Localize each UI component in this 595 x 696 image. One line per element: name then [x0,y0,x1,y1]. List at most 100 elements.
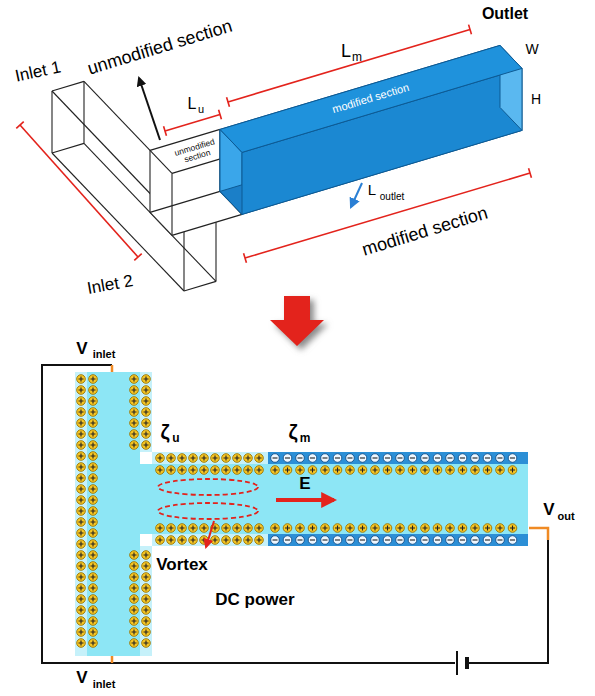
charge-circle [508,466,517,475]
charge-sign [385,468,390,473]
charge-sign [323,468,328,473]
power-label: DC power [215,591,294,610]
charge-symbol [130,617,139,626]
charge-symbol [255,524,264,533]
battery-plate [465,657,469,669]
channel-edge [150,191,220,212]
charge-circle [189,524,198,533]
charge-circle [408,466,417,475]
charge-sign [460,526,465,531]
charge-symbol [142,595,151,604]
vortex-loop [158,503,258,519]
charge-circle [396,536,405,545]
charge-symbol [458,524,467,533]
charge-circle [89,375,98,384]
charge-sign [79,410,84,415]
charge-circle [233,536,242,545]
charge-symbol [271,524,280,533]
charge-sign [144,377,149,382]
charge-sign [79,630,84,635]
charge-sign [373,468,378,473]
voltage-subscript: out [557,510,574,522]
voltage-subscript: inlet [93,348,116,360]
charge-symbol [156,466,165,475]
charge-symbol [89,529,98,538]
charge-symbol [233,466,242,475]
dimension-tick [134,254,141,261]
charge-circle [433,466,442,475]
charge-circle [371,536,380,545]
charge-circle [471,536,480,545]
charge-sign [79,542,84,547]
charge-sign [246,456,251,461]
charge-sign [132,619,137,624]
dimension-subscript: u [198,103,204,115]
dimension-tick [469,25,472,35]
charge-circle [167,524,176,533]
charge-circle [222,536,231,545]
charge-sign [169,468,174,473]
charge-circle [130,441,139,450]
charge-sign [91,630,96,635]
charge-symbol [333,536,342,545]
channel-edge [52,143,84,153]
charge-circle [244,536,253,545]
charge-circle [178,466,187,475]
charge-circle [383,524,392,533]
charge-sign [213,538,218,543]
charge-symbol [89,397,98,406]
channel-edge [51,91,52,153]
charge-symbol [178,536,187,545]
charge-sign [191,468,196,473]
charge-sign [79,454,84,459]
charge-symbol [167,454,176,463]
charge-circle [156,524,165,533]
charge-sign [448,468,453,473]
charge-sign [285,526,290,531]
charge-circle [142,628,151,637]
charge-sign [435,468,440,473]
charge-symbol [89,408,98,417]
charge-symbol [77,408,86,417]
charge-symbol [89,595,98,604]
charge-circle [346,454,355,463]
charge-symbol [142,430,151,439]
charge-symbol [458,454,467,463]
charge-sign [91,410,96,415]
charge-circle [244,454,253,463]
charge-circle [142,397,151,406]
charge-symbol [271,466,280,475]
charge-sign [273,468,278,473]
wire [469,540,548,663]
charge-sign [91,377,96,382]
charge-symbol [496,536,505,545]
charge-circle [471,524,480,533]
charge-sign [373,526,378,531]
charge-sign [348,539,353,540]
charge-circle [89,463,98,472]
channel-wall [75,372,87,656]
charge-symbol [433,536,442,545]
charge-sign [448,526,453,531]
circuit [42,365,548,675]
charge-symbol [167,466,176,475]
charge-symbol [77,551,86,560]
charge-symbol [308,466,317,475]
charge-circle [396,466,405,475]
charge-symbol [433,466,442,475]
charge-circle [142,562,151,571]
charge-circle [178,524,187,533]
channel-face [220,45,522,152]
charge-symbol [233,536,242,545]
charge-symbol [346,454,355,463]
charge-circle [189,536,198,545]
charge-sign [410,526,415,531]
channel-fluid [140,464,528,534]
charge-circle [130,584,139,593]
charge-sign [448,539,453,540]
charge-circle [255,454,264,463]
charge-symbol [156,524,165,533]
charge-sign [498,526,503,531]
charge-symbol [89,419,98,428]
charge-symbol [89,639,98,648]
